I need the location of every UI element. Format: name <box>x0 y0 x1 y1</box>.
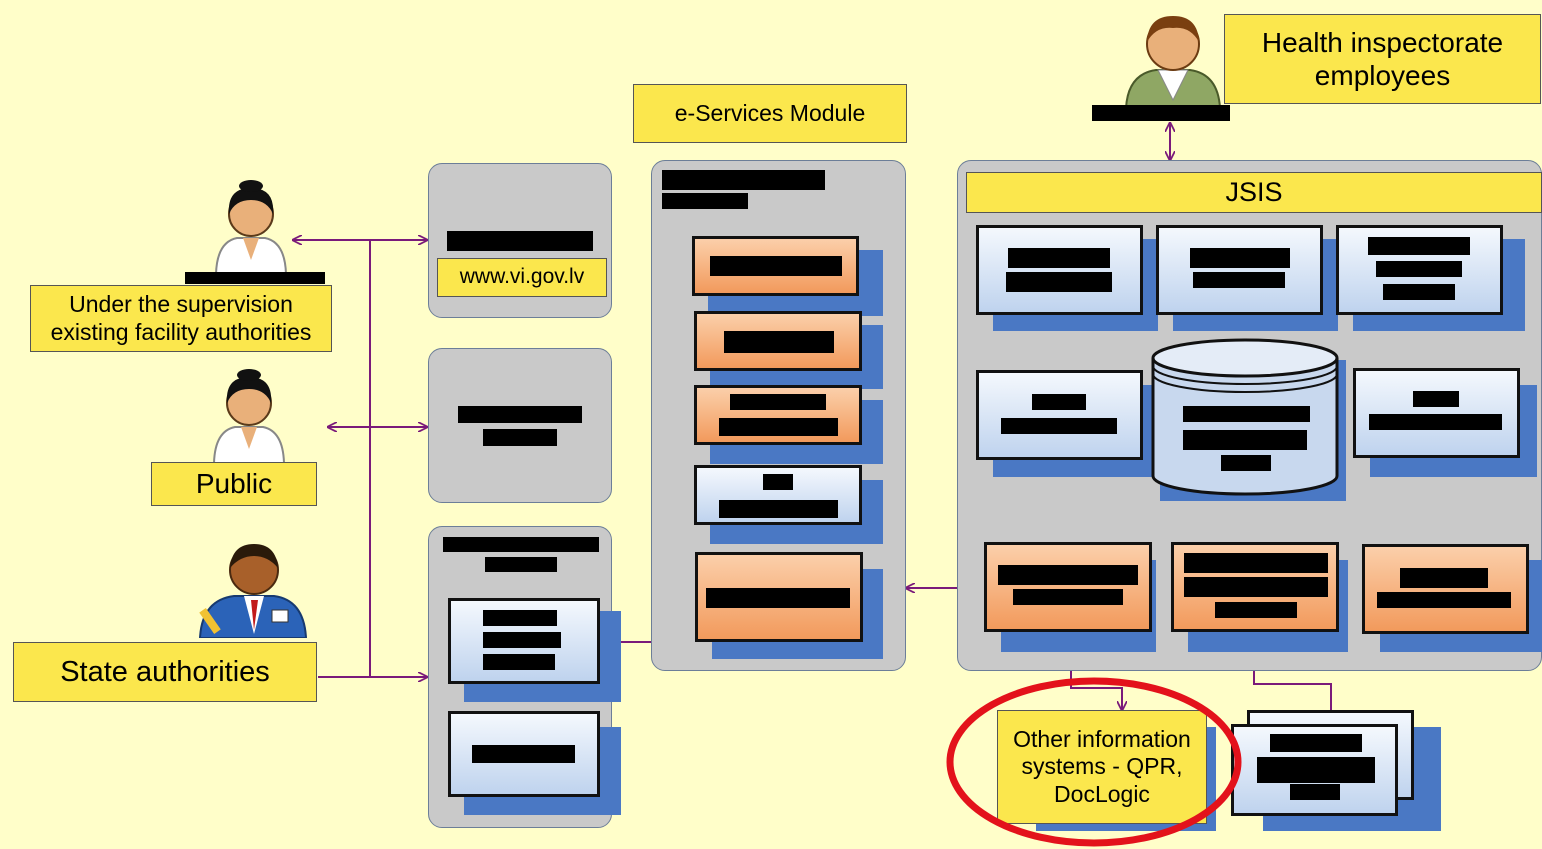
redacted-text <box>1369 414 1502 430</box>
redacted-text <box>485 557 557 572</box>
redacted-text <box>1221 455 1271 471</box>
redacted-text <box>1190 248 1290 268</box>
redacted-text <box>443 537 599 552</box>
jsis-module-box[interactable] <box>1156 225 1323 315</box>
redacted-text <box>1032 394 1086 410</box>
redacted-text <box>1184 577 1328 597</box>
jsis-integration-box[interactable] <box>984 542 1152 632</box>
jsis-title[interactable]: JSIS <box>966 172 1542 213</box>
redacted-text <box>1400 568 1488 588</box>
redacted-text <box>1377 592 1511 608</box>
supervision-authorities-label: Under the supervision existing facility … <box>30 285 332 352</box>
jsis-module-box[interactable] <box>976 370 1143 460</box>
redacted-text <box>730 394 826 410</box>
website-label[interactable]: www.vi.gov.lv <box>437 258 607 297</box>
redacted-text <box>1383 284 1455 300</box>
redacted-text <box>719 500 838 518</box>
redacted-text <box>1290 784 1340 800</box>
jsis-module-box[interactable] <box>1362 544 1529 634</box>
redacted-text <box>1008 248 1110 268</box>
redacted-text <box>763 474 793 490</box>
redacted-text <box>483 654 555 670</box>
redacted-text <box>724 331 834 353</box>
redacted-text <box>447 231 593 251</box>
redacted-text <box>1013 589 1123 605</box>
redacted-text <box>483 429 557 446</box>
redacted-text <box>1257 757 1375 783</box>
emodule-title: e-Services Module <box>633 84 907 143</box>
redacted-text <box>1368 237 1470 255</box>
female-user-icon <box>214 180 288 274</box>
male-employee-icon <box>1124 16 1222 108</box>
state-authorities-label: State authorities <box>13 642 317 702</box>
redacted-text <box>998 565 1138 585</box>
health-inspectorate-label: Health inspectorate employees <box>1224 14 1541 104</box>
female-user-icon <box>212 369 286 463</box>
redacted-text <box>1413 391 1459 407</box>
redacted-text <box>1001 418 1117 434</box>
redacted-text <box>1006 272 1112 292</box>
redacted-text <box>1215 602 1297 618</box>
redacted-text <box>185 272 325 284</box>
redacted-text <box>1270 734 1362 752</box>
portal-group <box>428 348 612 503</box>
redacted-text <box>483 610 557 626</box>
other-systems-label[interactable]: Other information systems - QPR, DocLogi… <box>997 710 1207 824</box>
redacted-text <box>1376 261 1462 277</box>
redacted-text <box>458 406 582 423</box>
redacted-text <box>706 588 850 608</box>
redacted-text <box>1193 272 1285 288</box>
redacted-text <box>662 170 825 190</box>
jsis-module-box[interactable] <box>1353 368 1520 458</box>
businessman-icon <box>198 544 308 638</box>
public-label: Public <box>151 462 317 506</box>
redacted-text <box>472 745 575 763</box>
highlight-ellipse <box>946 677 1242 847</box>
redacted-text <box>719 418 838 436</box>
redacted-text <box>662 193 748 209</box>
jsis-module-box[interactable] <box>976 225 1143 315</box>
redacted-text <box>1092 105 1230 121</box>
redacted-text <box>710 256 842 276</box>
redacted-text <box>1183 406 1310 422</box>
redacted-text <box>1184 553 1328 573</box>
redacted-text <box>483 632 561 648</box>
redacted-text <box>1183 430 1307 450</box>
